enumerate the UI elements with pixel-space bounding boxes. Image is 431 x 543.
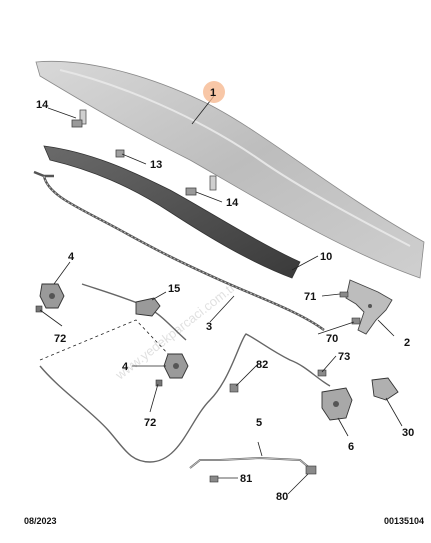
label-part-71: 71 (304, 291, 316, 303)
latch-bracket (371, 377, 399, 401)
rod-clip-81 (209, 475, 219, 483)
leader-lines (39, 95, 403, 495)
hood-bumper-right (185, 175, 217, 196)
release-handle (135, 297, 161, 317)
hood-bumper-left (71, 109, 87, 128)
footer-date: 08/2023 (24, 516, 57, 526)
label-part-73: 73 (338, 351, 350, 363)
label-part-70: 70 (326, 333, 338, 345)
label-part-72a: 72 (54, 333, 66, 345)
label-part-13: 13 (150, 159, 162, 171)
highlight-ring (203, 81, 225, 103)
support-rod (189, 456, 313, 471)
label-part-14b: 14 (226, 197, 239, 209)
secondary-latch (321, 387, 353, 421)
footer-reference: 00135104 (384, 516, 425, 526)
hood-insulator (43, 145, 301, 279)
cable-clip-73 (317, 369, 327, 377)
hood-lock-upper (39, 283, 65, 309)
label-part-72b: 72 (144, 417, 156, 429)
hood-clip (115, 149, 125, 158)
hood-panel (35, 60, 425, 279)
hood-seal-strip (33, 170, 325, 331)
hood-lock-lower (163, 353, 189, 379)
rod-end-80 (305, 465, 317, 475)
label-part-80: 80 (276, 491, 288, 503)
screw-72-lower (155, 379, 163, 387)
hood-hinge (345, 279, 393, 335)
screw-72-upper (35, 305, 43, 313)
label-part-4a: 4 (68, 251, 75, 263)
label-part-4b: 4 (122, 361, 129, 373)
hinge-bolt-71 (339, 291, 349, 298)
release-cable-lower (39, 333, 331, 463)
label-part-82: 82 (256, 359, 268, 371)
label-part-3: 3 (206, 321, 212, 333)
guide-dashed (39, 319, 171, 361)
label-part-15: 15 (168, 283, 180, 295)
label-part-6: 6 (348, 441, 354, 453)
label-part-14a: 14 (36, 99, 49, 111)
cable-clip-82 (229, 383, 239, 393)
hinge-bolt-70 (351, 317, 361, 325)
label-part-10: 10 (320, 251, 332, 263)
label-part-5: 5 (256, 417, 262, 429)
label-part-81: 81 (240, 473, 252, 485)
label-part-30: 30 (402, 427, 414, 439)
label-part-1: 1 (210, 87, 216, 99)
label-part-2: 2 (404, 337, 410, 349)
